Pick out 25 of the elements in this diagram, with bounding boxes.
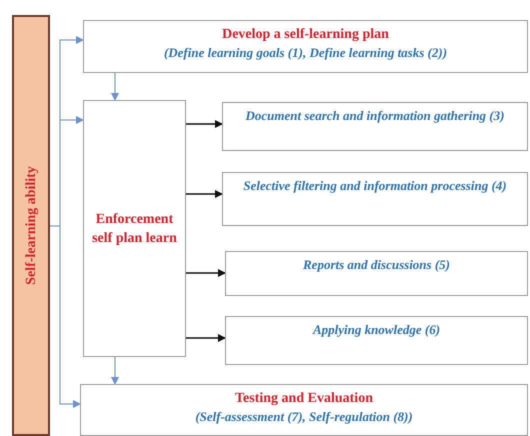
arrow: [111, 356, 119, 385]
box-heading: Enforcement self plan learn: [91, 210, 178, 248]
box-text: Selective filtering and information processing (4): [243, 177, 507, 195]
arrow: [186, 269, 226, 277]
arrow: [50, 226, 81, 408]
arrow: [186, 190, 223, 198]
box-heading: Testing and Evaluation: [235, 390, 373, 408]
box-text: Reports and discussions (5): [303, 256, 450, 274]
process-box: [222, 102, 528, 151]
box-heading: Develop a self-learning plan: [222, 26, 389, 44]
arrow: [186, 120, 223, 128]
process-box: [225, 251, 528, 296]
process-box: [83, 20, 528, 73]
process-box: [80, 384, 528, 436]
box-text: Applying knowledge (6): [312, 321, 440, 339]
side-bar: [12, 15, 50, 436]
arrow: [111, 72, 119, 101]
box-text: (Self-assessment (7), Self-regulation (8)): [195, 408, 413, 426]
process-box: [225, 316, 528, 365]
box-text: (Define learning goals (1), Define learning tasks (2)): [164, 44, 448, 62]
process-box: [83, 100, 186, 357]
bar-title: Self-learning ability: [22, 166, 40, 285]
arrow: [186, 334, 226, 342]
box-text: Document search and information gathering (3): [246, 107, 504, 125]
process-box: [222, 172, 528, 226]
